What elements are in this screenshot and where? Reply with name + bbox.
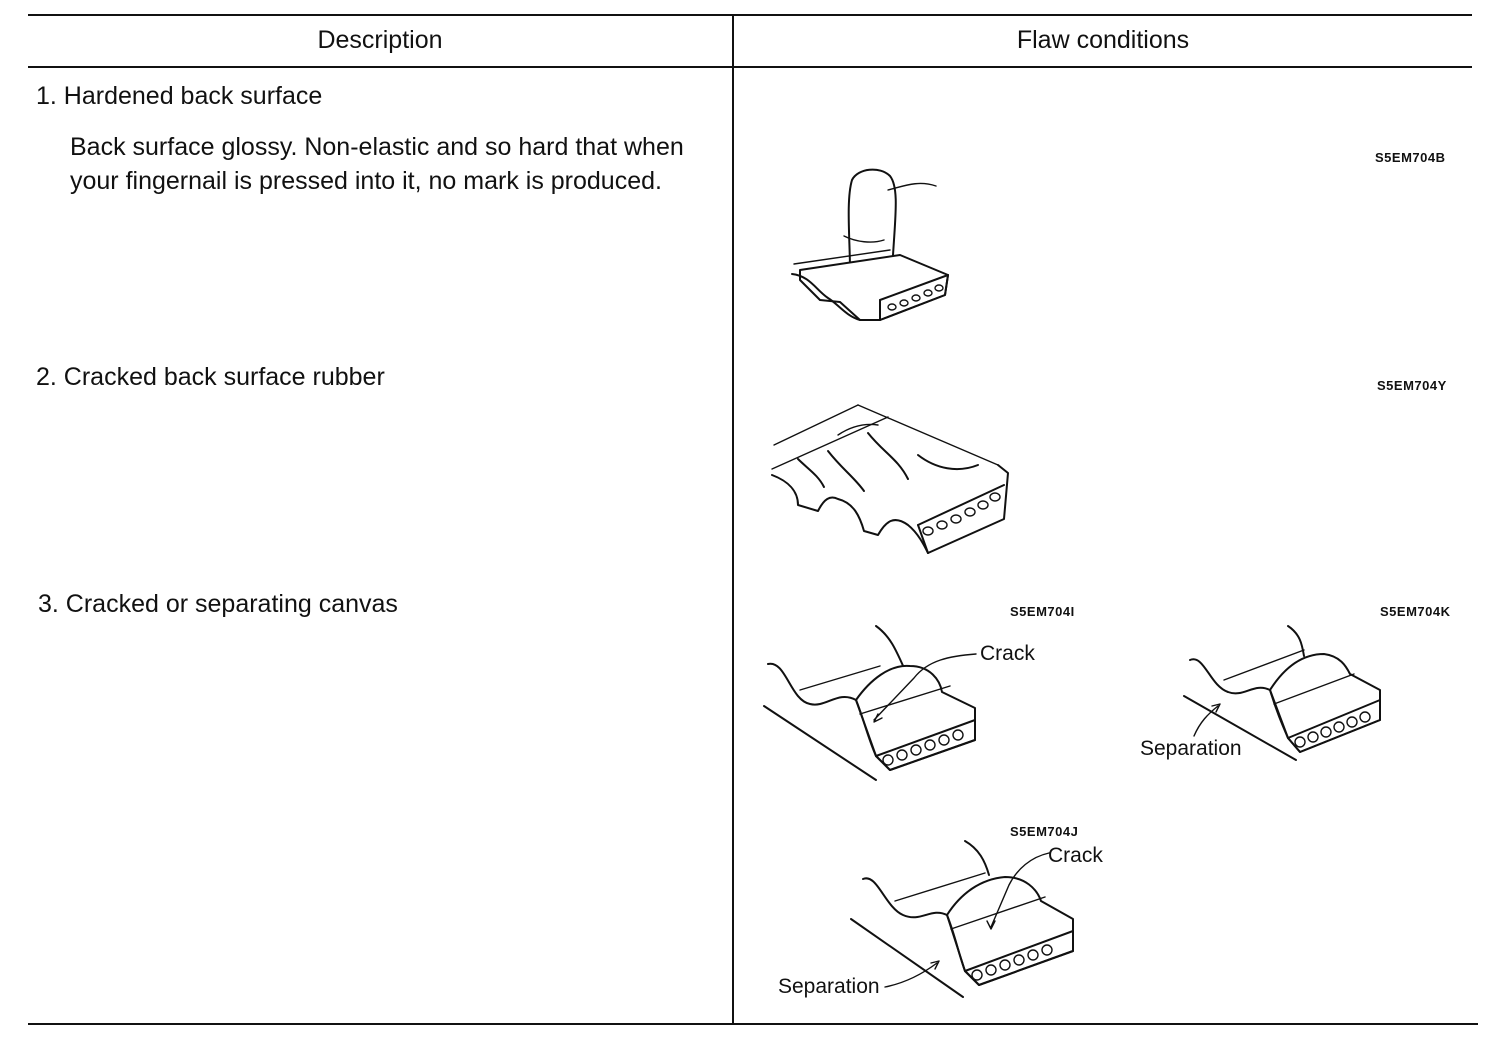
separation-label-figure-j: Separation	[778, 975, 880, 998]
figure-code-s5em704i: S5EM704I	[1010, 604, 1075, 619]
figure-code-s5em704y: S5EM704Y	[1377, 378, 1447, 393]
table-top-rule	[28, 14, 1472, 16]
crack-label-figure-i: Crack	[980, 642, 1035, 665]
header-flaw-conditions: Flaw conditions	[1016, 26, 1190, 54]
figure-code-s5em704b: S5EM704B	[1375, 150, 1446, 165]
header-description: Description	[317, 26, 443, 54]
separating-canvas-belt-illustration	[1183, 625, 1381, 761]
crack-and-separation-belt-illustration	[850, 840, 1074, 998]
table-bottom-rule	[28, 1023, 1478, 1025]
separation-label-figure-k: Separation	[1140, 737, 1242, 760]
cracked-rubber-belt-illustration	[771, 404, 1009, 554]
figure-code-s5em704j: S5EM704J	[1010, 824, 1079, 839]
row-2-title: 2. Cracked back surface rubber	[36, 363, 385, 391]
hardened-belt-illustration	[791, 168, 949, 321]
row-1-title: 1. Hardened back surface	[36, 82, 323, 110]
crack-label-figure-j: Crack	[1048, 844, 1103, 867]
header-bottom-rule	[28, 66, 1472, 68]
row-1-detail: Back surface glossy. Non-elastic and so …	[70, 133, 684, 195]
cracked-canvas-belt-illustration	[763, 625, 977, 781]
figure-code-s5em704k: S5EM704K	[1380, 604, 1451, 619]
row-3-title: 3. Cracked or separating canvas	[38, 590, 398, 618]
column-divider	[732, 14, 734, 1025]
